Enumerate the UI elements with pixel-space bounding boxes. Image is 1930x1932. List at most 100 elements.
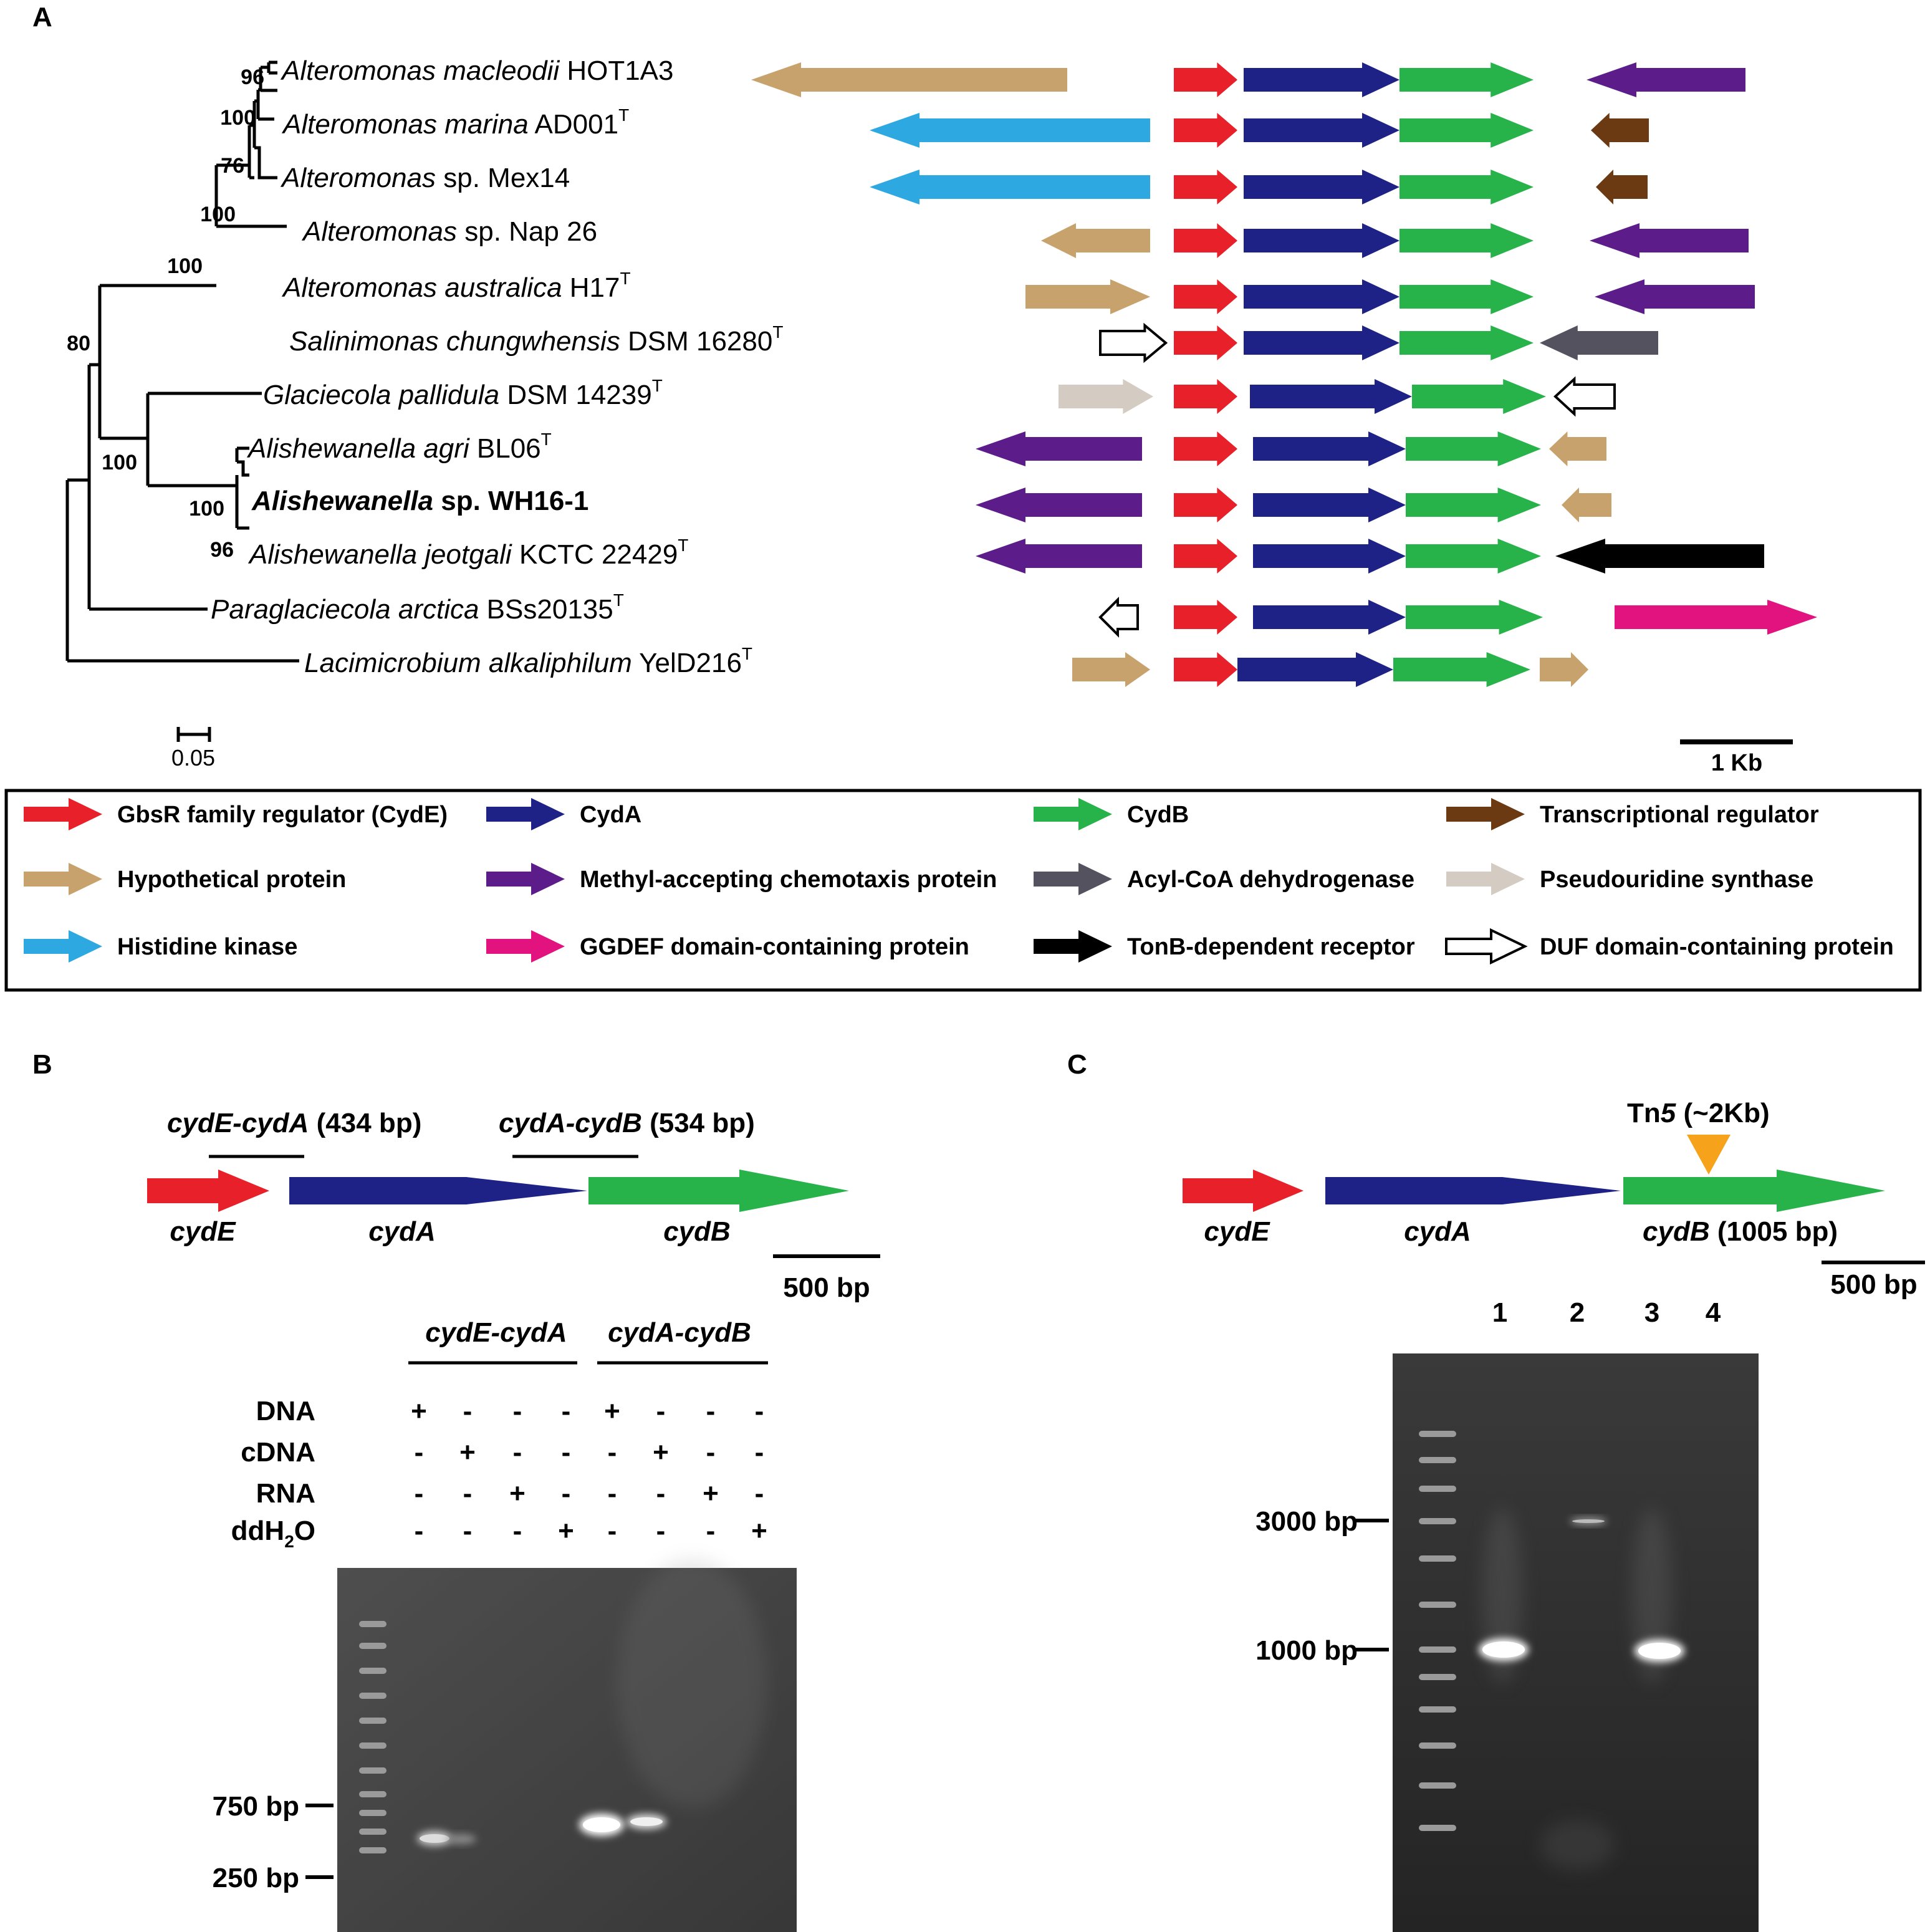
ladder-band <box>1419 1782 1456 1789</box>
ladder-band <box>1419 1825 1456 1831</box>
taxon-label: Alishewanella agri BL06T <box>246 430 552 464</box>
taxon-label: Alteromonas sp. Mex14 <box>280 163 570 193</box>
panel-b: B cydE-cydA (434 bp) cydA-cydB (534 bp) … <box>32 1049 880 1932</box>
cyda-arrow <box>289 1177 587 1204</box>
plus-mark: + <box>509 1478 526 1509</box>
tan-gene-arrow <box>1562 488 1611 522</box>
marker-label-250: 250 bp <box>213 1863 299 1893</box>
black-gene-arrow <box>1555 539 1764 574</box>
operon-c <box>1183 1170 1885 1212</box>
skyblue-gene-arrow <box>870 113 1150 148</box>
ladder-band <box>359 1621 386 1627</box>
panel-c: C Tn5 (~2Kb) cydE cydA cydB (1005 bp) 50… <box>1067 1049 1925 1932</box>
red-gene-arrow <box>1174 488 1237 522</box>
minus-mark: - <box>463 1396 473 1426</box>
green-gene-arrow <box>1406 539 1541 574</box>
red-gene-arrow <box>1174 379 1237 414</box>
legend-label: GbsR family regulator (CydE) <box>117 802 448 828</box>
purple-gene-arrow <box>1590 223 1749 258</box>
minus-mark: - <box>608 1516 617 1546</box>
minus-mark: - <box>608 1478 617 1509</box>
ladder-band <box>359 1643 386 1649</box>
taxon-label: Alteromonas marina AD001T <box>281 105 629 140</box>
template-label: DNA <box>256 1396 315 1426</box>
darkblue-gene-arrow <box>1244 170 1399 204</box>
purple-gene-arrow <box>1595 279 1755 314</box>
plus-mark: + <box>703 1478 719 1509</box>
bootstrap-values: 96 100 76 100 100 80 100 100 96 <box>67 65 264 562</box>
bootstrap-value: 100 <box>167 254 203 278</box>
legend-swatch <box>1446 863 1525 895</box>
legend-label: GGDEF domain-containing protein <box>580 934 969 960</box>
legend-label: Histidine kinase <box>117 934 297 960</box>
legend-label: Methyl-accepting chemotaxis protein <box>580 867 997 893</box>
group-label-cyda-cydb: cydA-cydB <box>608 1317 751 1348</box>
darkblue-gene-arrow <box>1253 431 1406 466</box>
gray-gene-arrow <box>1540 325 1658 360</box>
green-gene-arrow <box>1399 279 1534 314</box>
tan-gene-arrow <box>1540 652 1588 687</box>
magenta-gene-arrow <box>1615 600 1817 635</box>
panel-a-label: A <box>32 2 52 32</box>
ladder-band <box>359 1810 386 1816</box>
tan-gene-arrow <box>1041 223 1150 258</box>
marker-label-750: 750 bp <box>213 1791 299 1822</box>
legend-swatch <box>1034 930 1112 963</box>
minus-mark: - <box>415 1516 424 1546</box>
legend-swatch <box>24 798 102 830</box>
amplicon-label-cyda-cydb: cydA-cydB (534 bp) <box>499 1108 755 1138</box>
ladder-band <box>1419 1431 1456 1437</box>
tan-gene-arrow <box>1072 652 1150 687</box>
marker-label-3000: 3000 bp <box>1255 1506 1358 1537</box>
ladder-band <box>359 1668 386 1674</box>
minus-mark: - <box>608 1437 617 1468</box>
lightgray-gene-arrow <box>1059 379 1153 414</box>
bootstrap-value: 100 <box>200 203 236 226</box>
red-gene-arrow <box>1174 539 1237 574</box>
plus-mark: + <box>751 1516 767 1546</box>
legend-swatch <box>486 930 565 963</box>
darkblue-gene-arrow <box>1244 325 1399 360</box>
gene-label-cyda: cydA <box>1404 1216 1471 1247</box>
minus-mark: - <box>513 1396 522 1426</box>
skyblue-gene-arrow <box>870 170 1150 204</box>
marker-label-1000: 1000 bp <box>1255 1635 1358 1666</box>
green-gene-arrow <box>1399 325 1534 360</box>
tan-gene-arrow <box>1549 431 1606 466</box>
lane-label: 3 <box>1644 1297 1659 1328</box>
red-gene-arrow <box>1174 431 1237 466</box>
darkblue-gene-arrow <box>1237 652 1393 687</box>
tn5-insertion-marker <box>1687 1135 1731 1175</box>
plus-mark: + <box>411 1396 427 1426</box>
minus-mark: - <box>706 1516 716 1546</box>
darkblue-gene-arrow <box>1253 488 1406 522</box>
gene-label-cyde: cydE <box>170 1216 236 1247</box>
plus-mark: + <box>459 1437 476 1468</box>
gel-image-b <box>337 1559 797 1932</box>
amplicon-label-cyde-cyda: cydE-cydA (434 bp) <box>167 1108 421 1138</box>
gene-label-cyde: cydE <box>1204 1216 1270 1247</box>
purple-gene-arrow <box>976 488 1142 522</box>
red-gene-arrow <box>1174 652 1237 687</box>
white-gene-arrow <box>1099 322 1168 363</box>
ladder-band <box>1419 1486 1456 1492</box>
template-table: DNA cDNA RNA ddH2O +---+----+---+----+--… <box>231 1396 767 1551</box>
green-gene-arrow <box>1412 379 1546 414</box>
taxa-labels: Alteromonas macleodii HOT1A3 Alteromonas… <box>211 55 783 678</box>
legend-swatch <box>1446 798 1525 830</box>
panel-c-label: C <box>1067 1049 1087 1080</box>
legend-swatch <box>1445 928 1528 965</box>
red-gene-arrow <box>1174 600 1237 635</box>
ladder-band <box>359 1718 386 1724</box>
brown-gene-arrow <box>1596 170 1648 204</box>
ladder-band <box>359 1829 386 1835</box>
minus-mark: - <box>513 1516 522 1546</box>
legend-swatch <box>1034 798 1112 830</box>
ladder-band <box>359 1847 386 1853</box>
red-gene-arrow <box>1174 279 1237 314</box>
gene-label-cydb: cydB (1005 bp) <box>1643 1216 1838 1247</box>
legend-swatch <box>24 863 102 895</box>
cydb-arrow <box>588 1170 849 1212</box>
green-gene-arrow <box>1406 488 1541 522</box>
red-gene-arrow <box>1174 170 1237 204</box>
